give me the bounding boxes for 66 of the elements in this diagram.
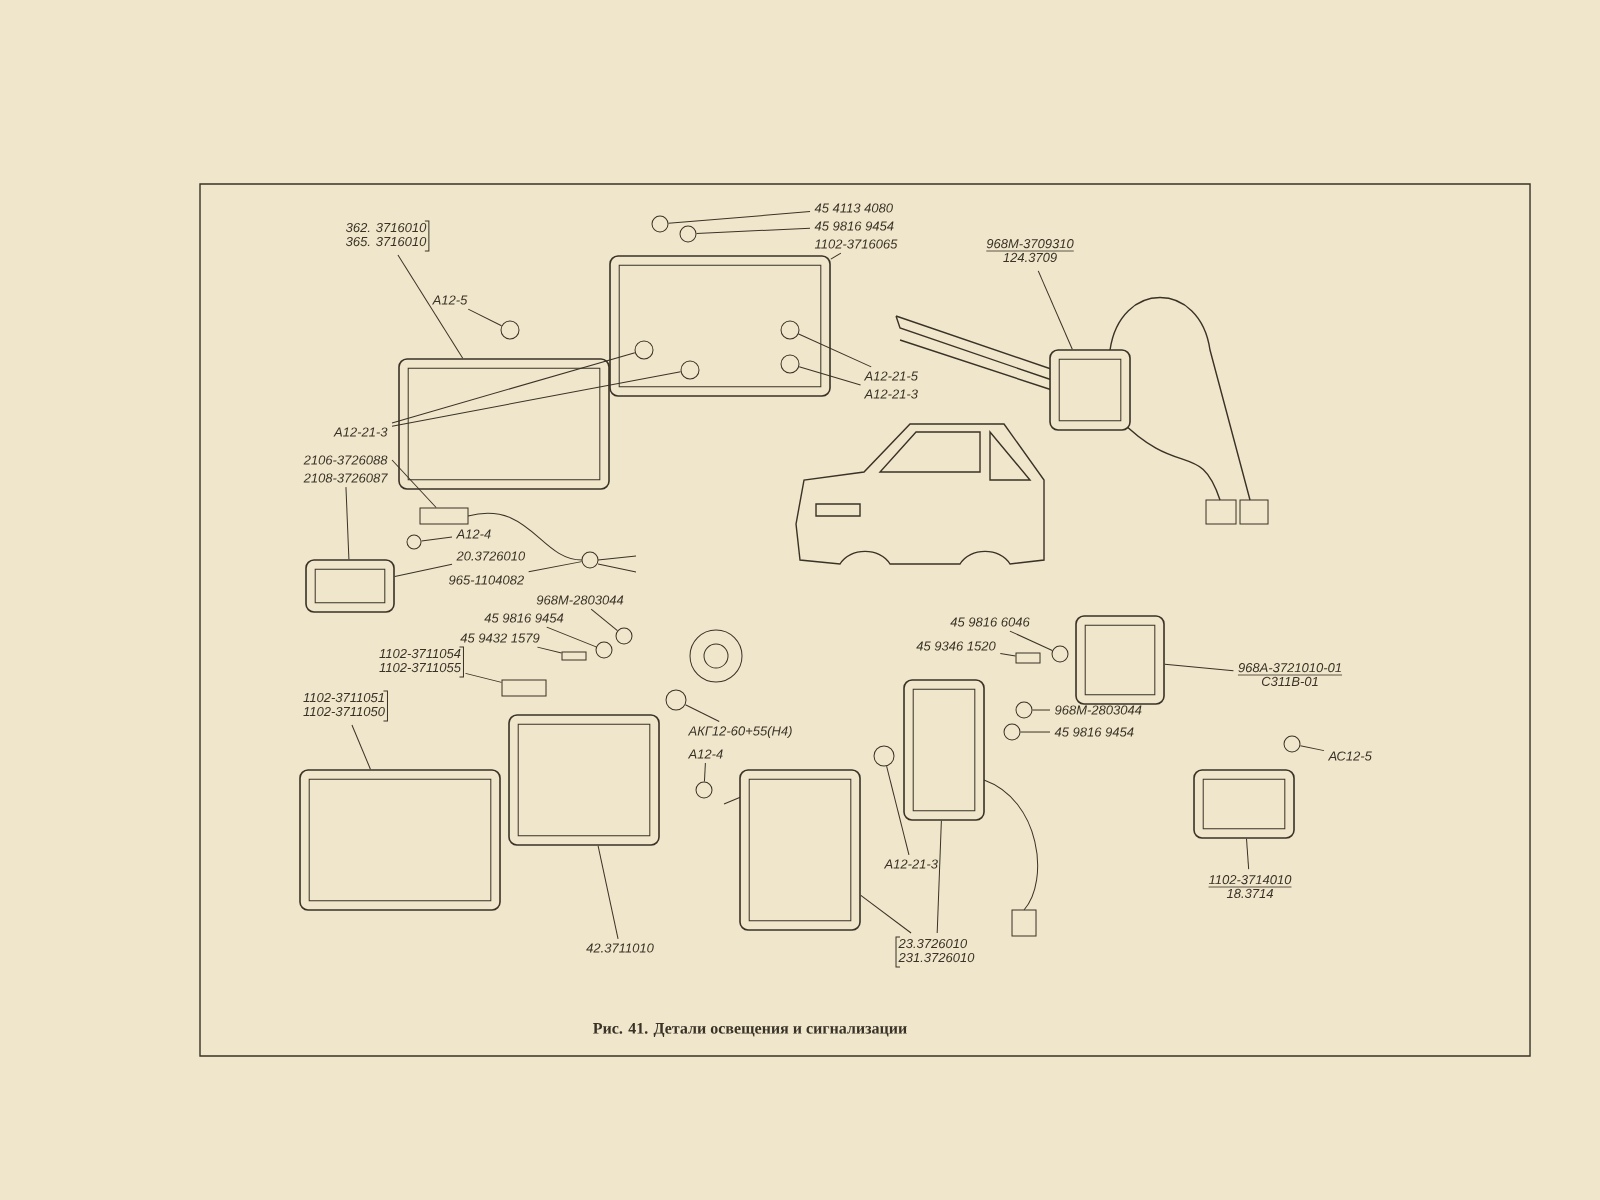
column-switch-drawing — [1049, 349, 1131, 431]
bulb — [406, 534, 422, 550]
leader-line — [936, 820, 942, 934]
bulb — [873, 745, 895, 767]
leader-line — [1037, 270, 1073, 350]
leader-line — [1032, 709, 1051, 711]
leader-line — [397, 254, 464, 359]
lamp-housing-drawing — [903, 679, 985, 821]
washer — [1003, 723, 1021, 741]
headlight-frame-drawing — [299, 769, 501, 911]
leader-line — [467, 308, 502, 327]
bulb — [780, 320, 800, 340]
leader-line — [546, 626, 597, 648]
washer — [595, 641, 613, 659]
leader-line — [597, 845, 619, 940]
leader-line — [345, 486, 350, 560]
leader-line — [391, 352, 636, 424]
screw — [561, 651, 587, 661]
leader-line — [1299, 745, 1325, 752]
bulb — [665, 689, 687, 711]
leader-line — [391, 371, 682, 427]
plate-lamp-drawing — [1193, 769, 1295, 839]
horn-drawing — [1075, 615, 1165, 705]
bulb — [780, 354, 800, 374]
leader-line — [351, 724, 371, 770]
nut — [651, 215, 669, 233]
leader-line — [394, 563, 453, 577]
leader-line — [999, 652, 1016, 657]
leader-line — [1009, 630, 1053, 651]
leader-line — [696, 227, 811, 235]
leader-line — [1164, 663, 1234, 672]
leader-line — [684, 704, 720, 722]
bulb — [500, 320, 520, 340]
leader-line — [420, 536, 453, 542]
headlight-drawing — [508, 714, 660, 846]
leader-line — [798, 366, 862, 386]
leader-line — [590, 608, 618, 632]
socket — [419, 507, 469, 525]
bulb — [634, 340, 654, 360]
nut — [615, 627, 633, 645]
leader-line — [798, 333, 872, 368]
washer — [1051, 645, 1069, 663]
grommet — [581, 551, 599, 569]
adjuster — [501, 679, 547, 697]
leader-line — [1020, 731, 1051, 733]
leader-line — [536, 646, 562, 654]
bulb — [1283, 735, 1301, 753]
leader-line — [886, 765, 910, 856]
nut — [1015, 701, 1033, 719]
bulb — [695, 781, 713, 799]
caption: Рис. 41. Детали освещения и сигнализации — [593, 1023, 907, 1037]
leader-line — [860, 894, 912, 934]
leader-line — [528, 561, 583, 573]
leader-line — [830, 252, 842, 260]
side-lamp-drawing — [305, 559, 395, 613]
lamp-lens-drawing — [398, 358, 610, 490]
leader-line — [668, 211, 811, 224]
washer — [679, 225, 697, 243]
leader-line — [703, 762, 706, 783]
lamp-housing-drawing — [609, 255, 831, 397]
bolt — [1015, 652, 1041, 664]
leader-line — [391, 459, 437, 508]
leader-line — [465, 672, 502, 683]
lamp-lens-drawing — [739, 769, 861, 931]
bulb — [680, 360, 700, 380]
leader-line — [1246, 838, 1250, 870]
